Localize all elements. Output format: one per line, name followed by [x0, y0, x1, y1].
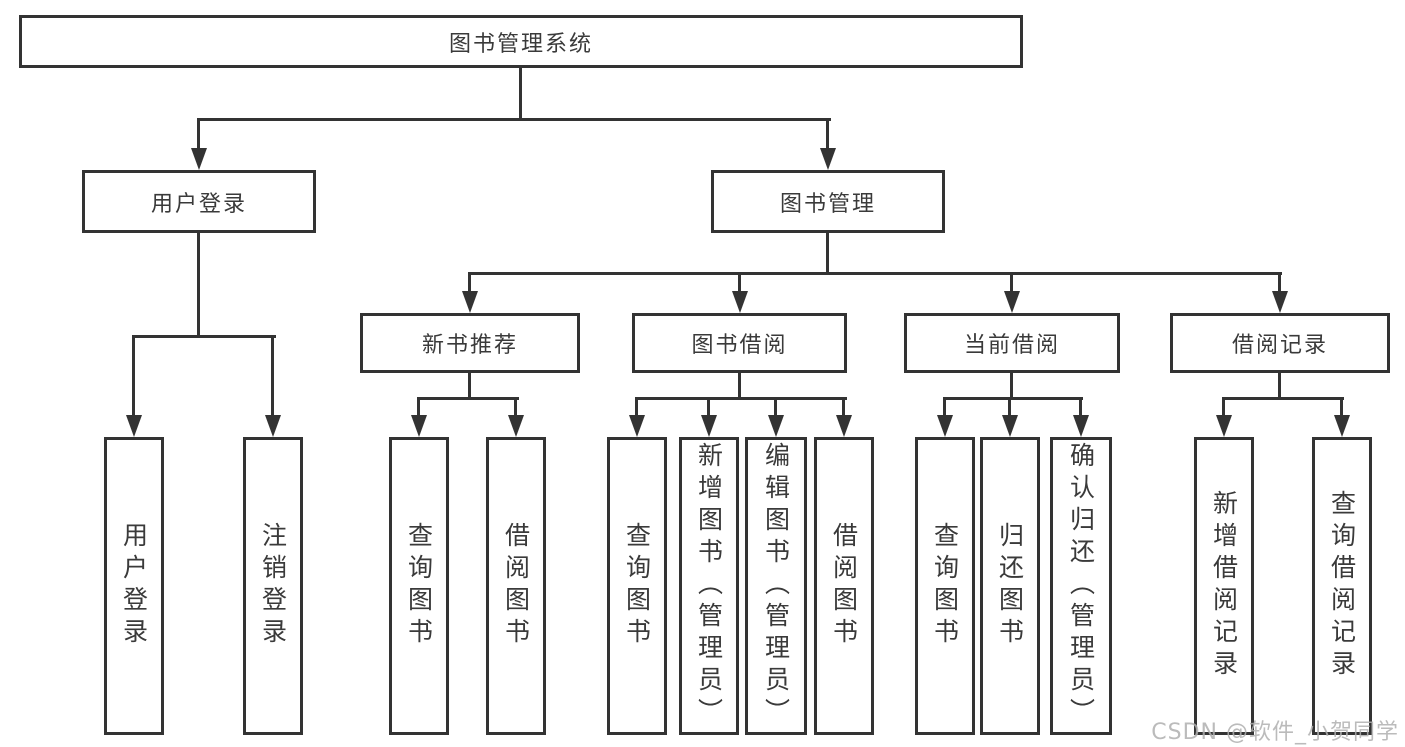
node-root: 图书管理系统	[19, 15, 1023, 68]
leaf-user-login-label: 用户登录	[119, 522, 149, 650]
node-leaf-add-book: 新增图书（管理员）	[679, 437, 739, 735]
connector-line	[738, 272, 741, 292]
connector-line	[468, 272, 471, 292]
arrow-down-icon	[937, 415, 953, 437]
leaf-query-book-borrow-label: 查询图书	[622, 522, 652, 650]
connector-line	[826, 121, 829, 148]
connector-line	[271, 338, 274, 415]
node-leaf-query-book-borrow: 查询图书	[607, 437, 667, 735]
leaf-query-book-current-label: 查询图书	[930, 522, 960, 650]
leaf-borrow-book-rec-label: 借阅图书	[501, 522, 531, 650]
connector-line	[197, 118, 831, 121]
node-leaf-confirm-return: 确认归还（管理员）	[1050, 437, 1112, 735]
leaf-query-book-rec-label: 查询图书	[404, 522, 434, 650]
connector-line	[774, 399, 777, 415]
arrow-down-icon	[836, 415, 852, 437]
connector-line	[1222, 397, 1344, 400]
leaf-add-borrow-record-label: 新增借阅记录	[1209, 490, 1239, 682]
node-user-login-label: 用户登录	[150, 191, 247, 217]
leaf-logout-label: 注销登录	[258, 522, 288, 650]
connector-line	[842, 399, 845, 415]
node-book-borrow-label: 图书借阅	[691, 333, 788, 358]
connector-line	[1010, 373, 1013, 399]
leaf-borrow-book-label: 借阅图书	[829, 522, 859, 650]
node-borrow-record: 借阅记录	[1170, 313, 1390, 373]
node-current-borrow: 当前借阅	[904, 313, 1120, 373]
node-borrow-record-label: 借阅记录	[1231, 333, 1328, 358]
connector-line	[1008, 399, 1011, 415]
node-book-mgmt-label: 图书管理	[779, 191, 876, 217]
connector-line	[514, 399, 517, 415]
connector-line	[468, 373, 471, 399]
leaf-edit-book-label: 编辑图书（管理员）	[761, 442, 791, 730]
node-book-mgmt: 图书管理	[711, 170, 945, 233]
arrow-down-icon	[126, 415, 142, 437]
node-new-book-rec: 新书推荐	[360, 313, 580, 373]
arrow-down-icon	[508, 415, 524, 437]
connector-line	[1222, 399, 1225, 415]
arrow-down-icon	[701, 415, 717, 437]
watermark: CSDN @软件_小贺同学	[1151, 720, 1399, 745]
leaf-return-book-label: 归还图书	[995, 522, 1025, 650]
node-leaf-query-book-rec: 查询图书	[389, 437, 449, 735]
connector-line	[707, 399, 710, 415]
node-leaf-borrow-book: 借阅图书	[814, 437, 874, 735]
arrow-down-icon	[1272, 291, 1288, 313]
connector-line	[1278, 373, 1281, 399]
connector-line	[132, 335, 276, 338]
node-book-borrow: 图书借阅	[632, 313, 847, 373]
connector-line	[826, 233, 829, 274]
connector-line	[635, 397, 847, 400]
arrow-down-icon	[1002, 415, 1018, 437]
node-user-login: 用户登录	[82, 170, 316, 233]
node-leaf-query-book-current: 查询图书	[915, 437, 975, 735]
arrow-down-icon	[820, 148, 836, 170]
arrow-down-icon	[768, 415, 784, 437]
connector-line	[1340, 399, 1343, 415]
node-current-borrow-label: 当前借阅	[963, 333, 1060, 358]
arrow-down-icon	[629, 415, 645, 437]
connector-line	[468, 272, 1282, 275]
node-leaf-add-borrow-record: 新增借阅记录	[1194, 437, 1254, 735]
connector-line	[519, 68, 522, 121]
node-leaf-return-book: 归还图书	[980, 437, 1040, 735]
arrow-down-icon	[1073, 415, 1089, 437]
node-new-book-rec-label: 新书推荐	[421, 333, 518, 358]
node-leaf-logout: 注销登录	[243, 437, 303, 735]
leaf-query-borrow-record-label: 查询借阅记录	[1327, 490, 1357, 682]
arrow-down-icon	[732, 291, 748, 313]
arrow-down-icon	[1334, 415, 1350, 437]
connector-line	[738, 373, 741, 399]
connector-line	[635, 399, 638, 415]
connector-line	[1278, 272, 1281, 292]
connector-line	[197, 121, 200, 148]
arrow-down-icon	[462, 291, 478, 313]
leaf-add-book-label: 新增图书（管理员）	[694, 442, 724, 730]
connector-line	[197, 233, 200, 337]
arrow-down-icon	[1216, 415, 1232, 437]
leaf-confirm-return-label: 确认归还（管理员）	[1066, 442, 1096, 730]
arrow-down-icon	[411, 415, 427, 437]
node-leaf-query-borrow-record: 查询借阅记录	[1312, 437, 1372, 735]
connector-line	[943, 399, 946, 415]
connector-line	[1010, 272, 1013, 292]
connector-line	[943, 397, 1083, 400]
connector-line	[417, 399, 420, 415]
node-leaf-edit-book: 编辑图书（管理员）	[745, 437, 807, 735]
arrow-down-icon	[265, 415, 281, 437]
arrow-down-icon	[191, 148, 207, 170]
connector-line	[1079, 399, 1082, 415]
arrow-down-icon	[1004, 291, 1020, 313]
connector-line	[417, 397, 519, 400]
connector-line	[132, 338, 135, 415]
node-root-label: 图书管理系统	[448, 31, 593, 57]
node-leaf-borrow-book-rec: 借阅图书	[486, 437, 546, 735]
node-leaf-user-login: 用户登录	[104, 437, 164, 735]
